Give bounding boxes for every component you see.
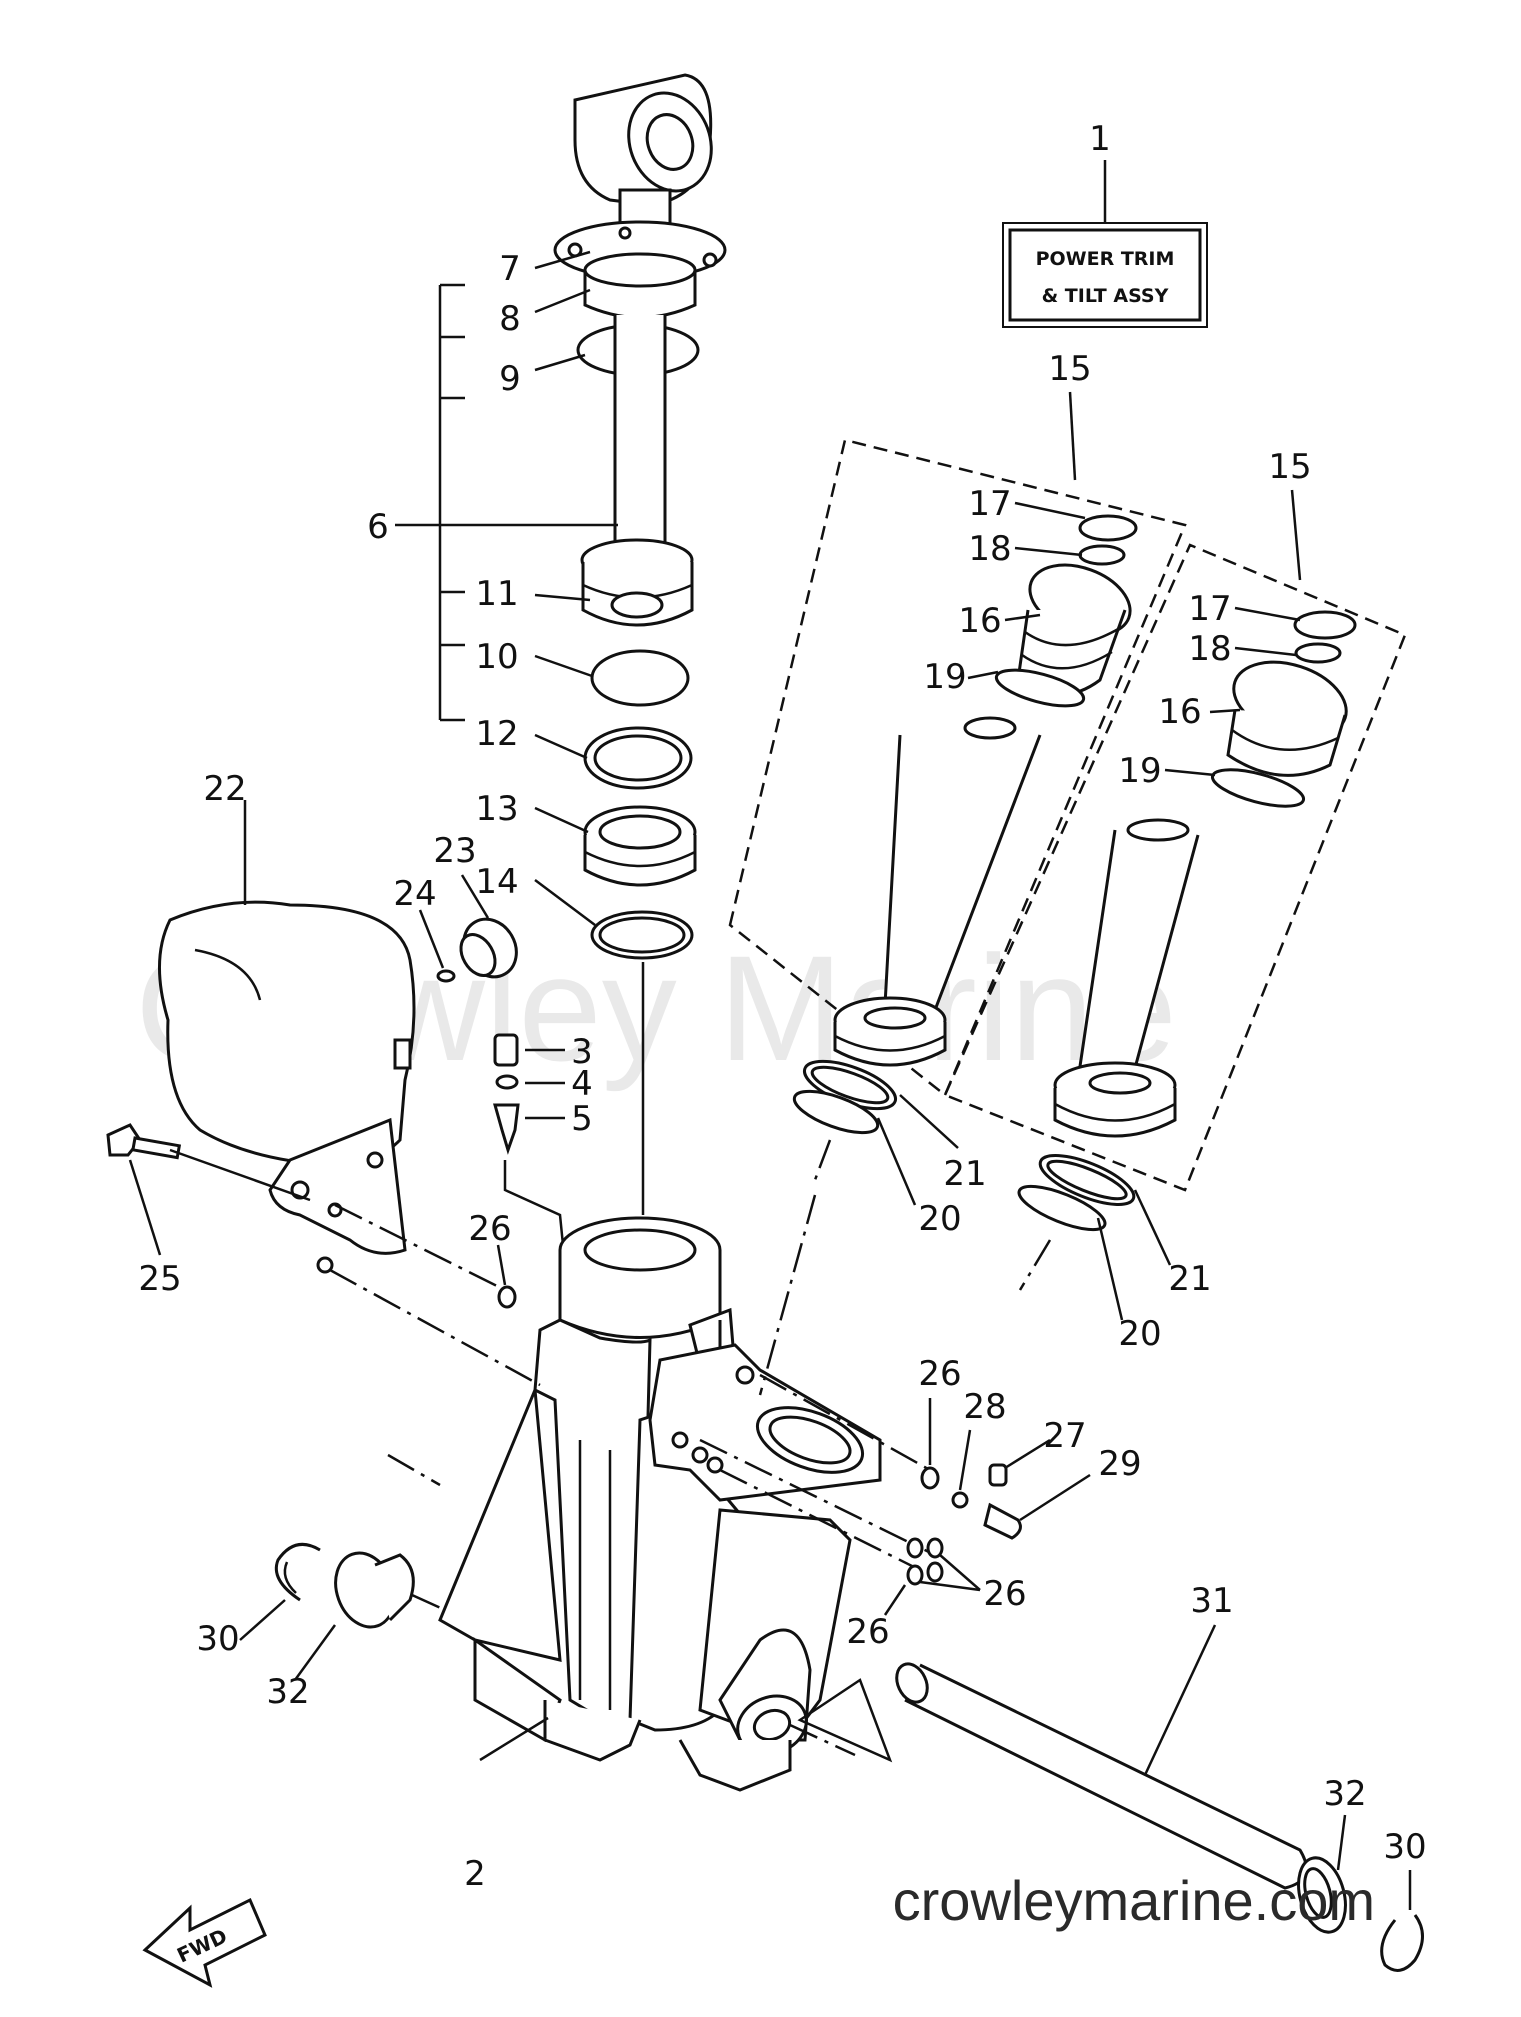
trim-ram-left-group: [728, 391, 1187, 1181]
callout-9: 9: [499, 359, 521, 399]
callout-1: 1: [1089, 119, 1111, 159]
callout-18-left: 18: [968, 529, 1011, 569]
callout-21-left: 21: [943, 1154, 986, 1194]
callout-28: 28: [963, 1387, 1006, 1427]
callout-24: 24: [393, 874, 436, 914]
callout-30-left: 30: [196, 1619, 239, 1659]
callout-22: 22: [203, 769, 246, 809]
callout-26-a: 26: [468, 1209, 511, 1249]
right-pin-parts: [1297, 1814, 1424, 1972]
callout-10: 10: [475, 637, 518, 677]
callout-13: 13: [475, 789, 518, 829]
callout-6: 6: [367, 507, 389, 547]
left-pin-parts: [239, 1542, 446, 1681]
fwd-arrow-badge: FWD: [142, 1897, 267, 1988]
trim-ram-centerline: [758, 1194, 817, 1396]
bolt: [106, 1123, 311, 1256]
callout-11: 11: [475, 574, 518, 614]
callout-26-b: 26: [918, 1354, 961, 1394]
callout-31: 31: [1190, 1581, 1233, 1621]
callout-26-d: 26: [846, 1612, 889, 1652]
callout-26-c: 26: [983, 1574, 1026, 1614]
callout-16-left: 16: [958, 601, 1001, 641]
trim-callout-leaders: [876, 501, 1301, 1321]
trim-motor: [157, 800, 416, 1274]
callout-32-left: 32: [266, 1672, 309, 1712]
callout-19-right: 19: [1118, 751, 1161, 791]
manual-valve-parts: [493, 1033, 565, 1246]
ram-callout-bracket: [395, 250, 618, 926]
callout-20-right: 20: [1118, 1314, 1161, 1354]
motor-port-centerline: [334, 1203, 506, 1292]
main-housing: [438, 1216, 882, 1792]
pin-centerline: [387, 1453, 441, 1487]
callout-25: 25: [138, 1259, 181, 1299]
label-box-line2: & TILT ASSY: [1042, 285, 1169, 307]
port-centerline-3: [759, 1373, 931, 1472]
callout-16-right: 16: [1158, 692, 1201, 732]
trim-ram-right-group: [943, 489, 1407, 1291]
callout-30-right: 30: [1383, 1827, 1426, 1867]
tilt-pin-tube: [789, 1624, 1308, 1890]
motor-port-centerline-2: [329, 1268, 541, 1387]
callout-17-right: 17: [1188, 589, 1231, 629]
filter-and-oring: [418, 874, 518, 983]
watermark-footer: crowleymarine.com: [893, 1869, 1375, 1932]
port-centerline-1: [699, 1438, 936, 1557]
small-orings: [496, 1244, 981, 1616]
callout-23: 23: [433, 831, 476, 871]
callout-2: 2: [464, 1854, 486, 1894]
callout-numbers: 1 2 3 4 5 6 7 8 9 10 11 12 13 14 15 15 1…: [138, 119, 1426, 1894]
callout-15-right: 15: [1268, 447, 1311, 487]
tilt-ram-assembly: [553, 73, 727, 1215]
callout-17-left: 17: [968, 484, 1011, 524]
callout-8: 8: [499, 299, 521, 339]
callout-3: 3: [571, 1032, 593, 1072]
callout-19-left: 19: [923, 657, 966, 697]
callout-7: 7: [499, 249, 521, 289]
callout-4: 4: [571, 1064, 593, 1104]
callout-29: 29: [1098, 1444, 1141, 1484]
callout-14: 14: [475, 862, 518, 902]
callout-18-right: 18: [1188, 629, 1231, 669]
label-box-line1: POWER TRIM: [1036, 248, 1175, 270]
callout-12: 12: [475, 714, 518, 754]
callout-27: 27: [1043, 1416, 1086, 1456]
port-centerline-2: [719, 1468, 921, 1572]
callout-15-left: 15: [1048, 349, 1091, 389]
callout-5: 5: [571, 1099, 593, 1139]
power-trim-label-box: POWER TRIM & TILT ASSY: [1002, 160, 1208, 328]
callout-32-right: 32: [1323, 1774, 1366, 1814]
callout-20-left: 20: [918, 1199, 961, 1239]
callout-21-right: 21: [1168, 1259, 1211, 1299]
check-valve-parts: [951, 1429, 1091, 1540]
